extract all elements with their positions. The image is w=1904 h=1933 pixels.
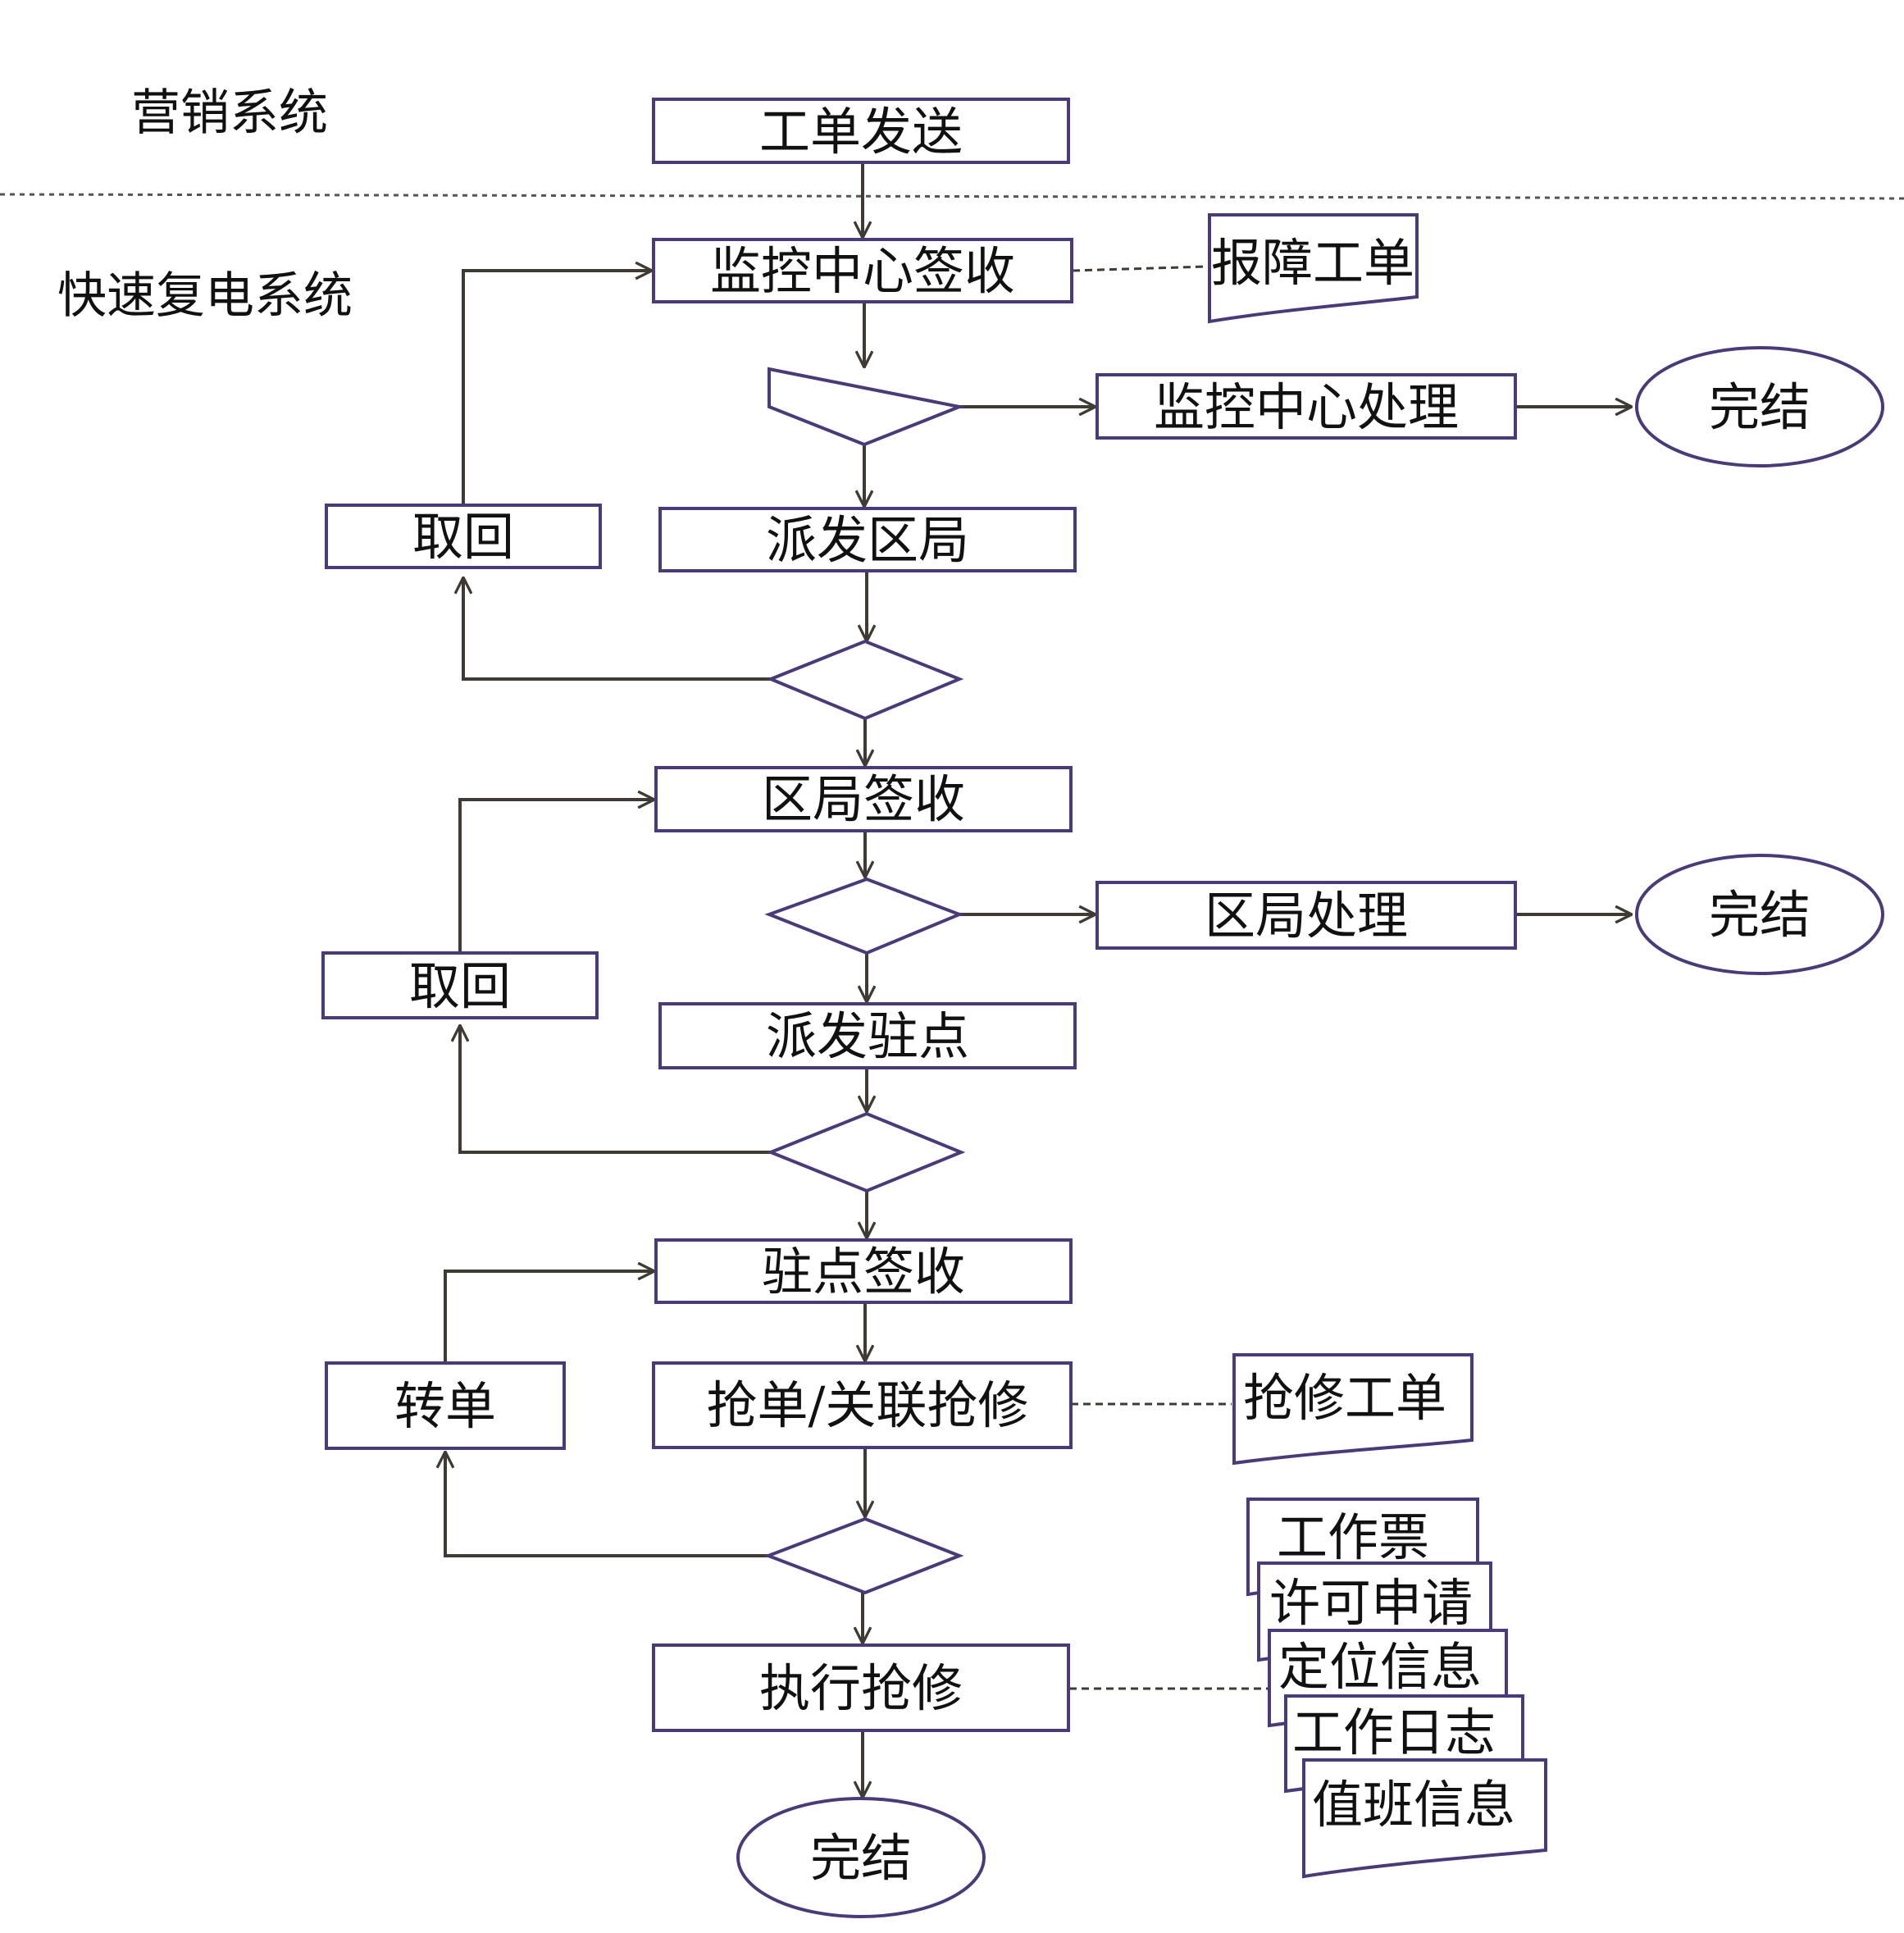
doc-stack: 工作票 许可申请 定位信息 工作日志 值班信息: [1246, 1498, 1547, 1879]
lane-separator: [0, 193, 1904, 200]
node-retrieve-2: 取回: [321, 951, 599, 1019]
doc-repair-order: 抢修工单: [1232, 1353, 1474, 1466]
node-dispatch-district: 派发区局: [658, 507, 1077, 572]
node-retrieve-1-label: 取回: [412, 507, 514, 567]
doc-card-duty-info: 值班信息: [1302, 1758, 1547, 1879]
node-grab-order-label: 抢单/关联抢修: [707, 1375, 1029, 1435]
lane-label-marketing: 营销系统: [131, 84, 328, 142]
end-node-3: 完结: [736, 1797, 986, 1918]
node-retrieve-2-label: 取回: [409, 956, 511, 1016]
node-dispatch-district-label: 派发区局: [766, 510, 969, 570]
node-monitor-handle: 监控中心处理: [1095, 373, 1517, 440]
node-station-receive-label: 驻点签收: [762, 1242, 965, 1302]
decision-3: [764, 877, 964, 955]
node-monitor-handle-label: 监控中心处理: [1154, 377, 1459, 437]
doc-card-permit-request-label: 许可申请: [1269, 1573, 1473, 1633]
doc-card-duty-info-label: 值班信息: [1312, 1775, 1515, 1835]
decision-1: [768, 367, 966, 447]
node-district-handle: 区局处理: [1095, 881, 1517, 950]
doc-card-location-info-label: 定位信息: [1278, 1637, 1482, 1697]
node-send-order: 工单发送: [652, 98, 1070, 164]
node-monitor-receive-label: 监控中心签收: [710, 241, 1015, 301]
decision-5: [763, 1516, 964, 1595]
doc-repair-order-label: 抢修工单: [1243, 1368, 1446, 1428]
node-execute-repair-label: 执行抢修: [759, 1658, 963, 1718]
decision-4: [766, 1111, 966, 1193]
end-node-1-label: 完结: [1709, 377, 1811, 437]
node-dispatch-station: 派发驻点: [658, 1002, 1077, 1069]
decision-2: [766, 639, 964, 721]
doc-fault-order-label: 报障工单: [1211, 233, 1414, 293]
node-transfer: 转单: [325, 1361, 566, 1450]
end-node-3-label: 完结: [810, 1828, 912, 1888]
doc-fault-order: 报障工单: [1208, 213, 1419, 324]
node-send-order-label: 工单发送: [759, 102, 963, 162]
doc-card-work-ticket-label: 工作票: [1277, 1507, 1429, 1567]
node-execute-repair: 执行抢修: [652, 1644, 1070, 1732]
node-grab-order: 抢单/关联抢修: [652, 1361, 1073, 1449]
node-transfer-label: 转单: [394, 1376, 496, 1436]
node-station-receive: 驻点签收: [654, 1238, 1073, 1304]
node-monitor-receive: 监控中心签收: [652, 238, 1073, 303]
node-district-receive: 区局签收: [654, 766, 1073, 832]
node-district-handle-label: 区局处理: [1205, 886, 1408, 946]
node-dispatch-station-label: 派发驻点: [766, 1006, 969, 1066]
connectors: [445, 162, 1632, 1798]
node-retrieve-1: 取回: [325, 504, 602, 569]
end-node-1: 完结: [1635, 346, 1884, 467]
end-node-2: 完结: [1635, 854, 1884, 975]
end-node-2-label: 完结: [1709, 885, 1811, 945]
lane-label-fast-restore: 快速复电系统: [57, 267, 353, 325]
node-district-receive-label: 区局签收: [762, 769, 965, 829]
doc-card-work-log-label: 工作日志: [1292, 1703, 1496, 1762]
